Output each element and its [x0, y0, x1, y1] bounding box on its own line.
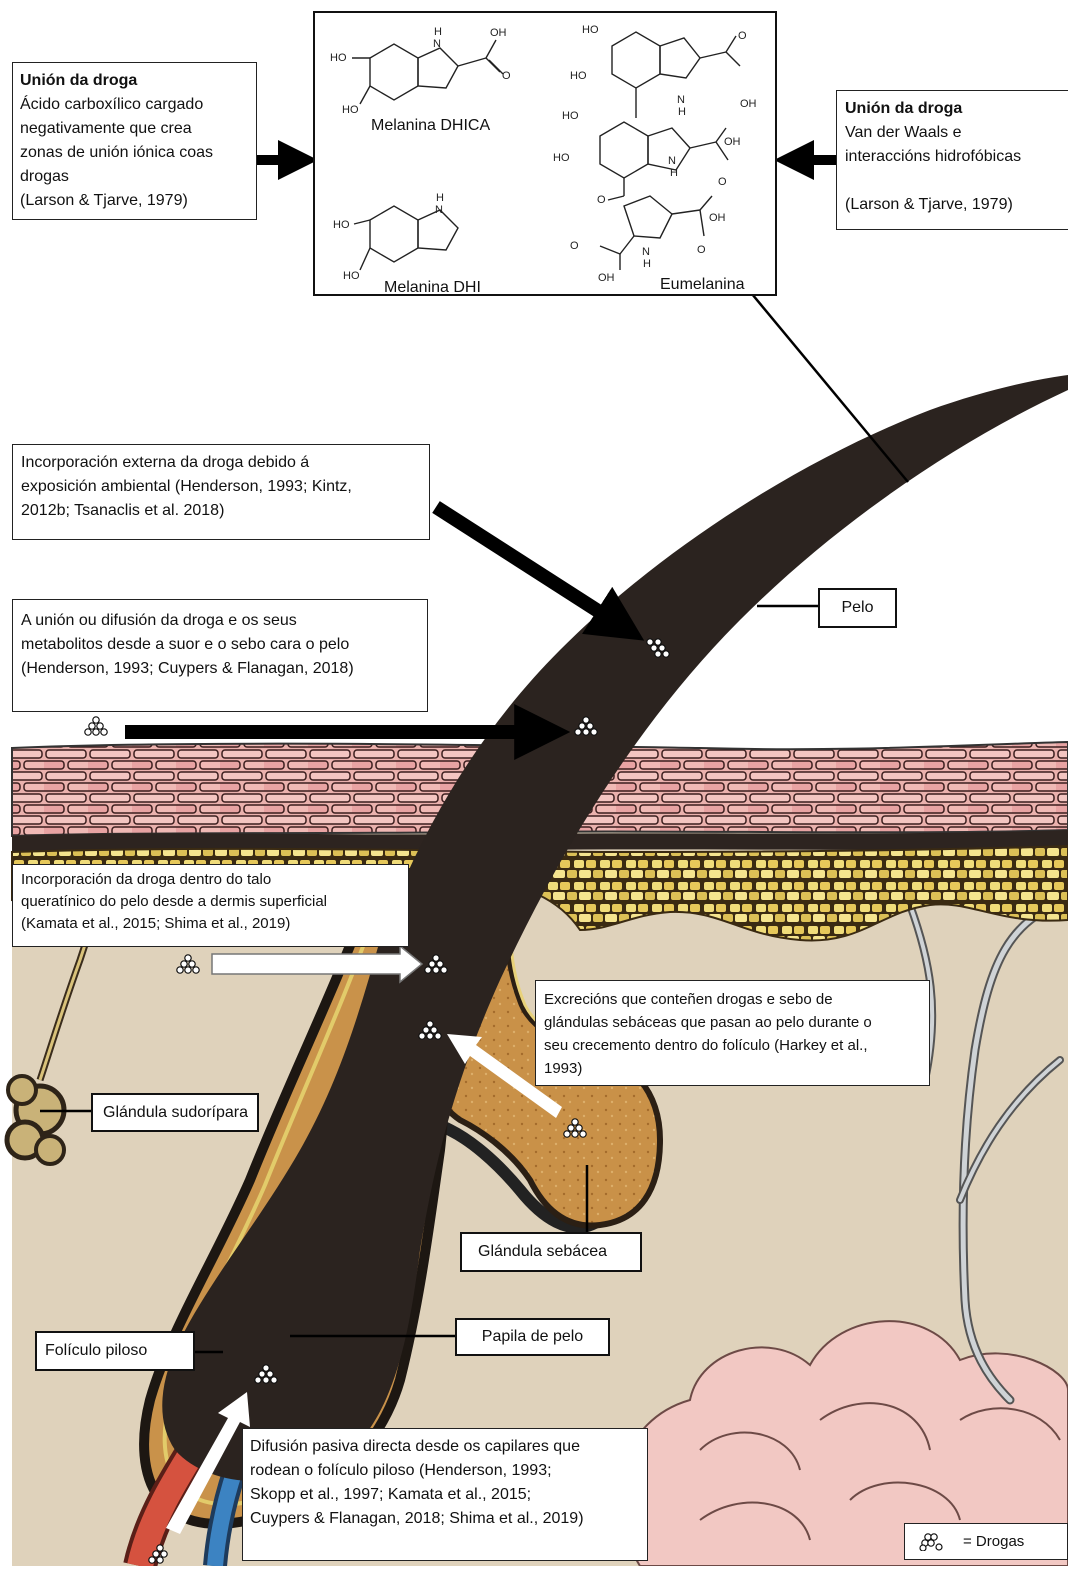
dermis-line: Incorporación da droga dentro do talo [21, 869, 400, 891]
right-binding-line: (Larson & Tjarve, 1979) [845, 193, 1060, 217]
legend-text: = Drogas [963, 1533, 1024, 1550]
sebum-line: glándulas sebáceas que pasan ao pelo dur… [544, 1011, 921, 1034]
atom-n: N [677, 94, 685, 106]
atom-ho: HO [330, 52, 347, 64]
capillary-line: Difusión pasiva directa desde os capilar… [250, 1435, 640, 1459]
label-papilla-text: Papila de pelo [482, 1328, 583, 1346]
dermis-incorporation-box: Incorporación da droga dentro do talo qu… [12, 864, 409, 947]
chemistry-box [314, 12, 776, 295]
atom-h: H [434, 26, 442, 38]
right-binding-title: Unión da droga [845, 97, 1060, 121]
atom-h: H [678, 106, 686, 118]
label-sebaceous-gland-text: Glándula sebácea [478, 1243, 607, 1261]
atom-n: N [435, 204, 443, 216]
right-binding-line: interaccións hidrofóbicas [845, 145, 1060, 169]
atom-o: O [718, 176, 727, 188]
atom-ho: HO [342, 104, 359, 116]
drug-dots-icon [919, 1533, 945, 1551]
atom-oh: OH [598, 272, 615, 284]
right-binding-line [845, 169, 1060, 193]
sebum-line: 1993) [544, 1057, 921, 1080]
label-pelo-text: Pelo [841, 599, 873, 617]
external-exposure-box: Incorporación externa da droga debido á … [12, 444, 430, 540]
atom-ho: HO [570, 70, 587, 82]
atom-n: N [433, 38, 441, 50]
atom-o: O [597, 194, 606, 206]
capillary-diffusion-box: Difusión pasiva directa desde os capilar… [242, 1428, 648, 1561]
atom-h: H [643, 258, 651, 270]
atom-ho: HO [553, 152, 570, 164]
sweat-line: metabolitos desde a suor e o sebo cara o… [21, 633, 419, 657]
atom-oh: OH [724, 136, 741, 148]
atom-h: H [436, 192, 444, 204]
atom-oh: OH [740, 98, 757, 110]
dermis-line: queratínico do pelo desde a dermis super… [21, 891, 400, 913]
sebum-excretion-box: Excrecións que conteñen drogas e sebo de… [535, 980, 930, 1086]
capillary-line: Skopp et al., 1997; Kamata et al., 2015; [250, 1483, 640, 1507]
external-line: 2012b; Tsanaclis et al. 2018) [21, 499, 421, 523]
atom-ho: HO [562, 110, 579, 122]
left-binding-line: zonas de unión iónica coas [20, 141, 249, 165]
atom-ho: HO [582, 24, 599, 36]
atom-n: N [668, 155, 676, 167]
label-sweat-gland: Glándula sudorípara [91, 1093, 259, 1132]
left-binding-line: drogas [20, 165, 249, 189]
sebum-line: Excrecións que conteñen drogas e sebo de [544, 988, 921, 1011]
atom-o: O [570, 240, 579, 252]
atom-h: H [670, 167, 678, 179]
atom-oh: OH [490, 27, 507, 39]
label-follicle-text: Folículo piloso [45, 1342, 147, 1360]
atom-o: O [697, 244, 706, 256]
left-binding-title: Unión da droga [20, 69, 249, 93]
atom-o: O [738, 30, 747, 42]
label-pelo: Pelo [818, 588, 897, 628]
label-follicle: Folículo piloso [35, 1331, 195, 1371]
eumelanin-name: Eumelanina [660, 276, 745, 294]
label-papilla: Papila de pelo [455, 1318, 610, 1356]
sweat-line: A unión ou difusión da droga e os seus [21, 609, 419, 633]
sweat-sebum-box: A unión ou difusión da droga e os seus m… [12, 599, 428, 712]
atom-oh: OH [709, 212, 726, 224]
right-binding-line: Van der Waals e [845, 121, 1060, 145]
left-binding-line: Ácido carboxílico cargado [20, 93, 249, 117]
external-line: exposición ambiental (Henderson, 1993; K… [21, 475, 421, 499]
left-binding-line: negativamente que crea [20, 117, 249, 141]
atom-ho: HO [343, 270, 360, 282]
atom-ho: HO [333, 219, 350, 231]
label-sweat-gland-text: Glándula sudorípara [103, 1104, 248, 1122]
atom-o: O [502, 70, 511, 82]
capillary-line: Cuypers & Flanagan, 2018; Shima et al., … [250, 1507, 640, 1531]
legend: = Drogas [904, 1523, 1068, 1560]
left-binding-box: Unión da droga Ácido carboxílico cargado… [12, 62, 257, 220]
dermis-line: (Kamata et al., 2015; Shima et al., 2019… [21, 913, 400, 935]
dhi-name: Melanina DHI [384, 279, 481, 297]
label-sebaceous-gland: Glándula sebácea [460, 1232, 642, 1272]
right-binding-box: Unión da droga Van der Waals e interacci… [836, 90, 1068, 230]
sebum-line: seu crecemento dentro do folículo (Harke… [544, 1034, 921, 1057]
sweat-line: (Henderson, 1993; Cuypers & Flanagan, 20… [21, 657, 419, 681]
dhica-name: Melanina DHICA [371, 117, 490, 135]
capillary-line: rodean o folículo piloso (Henderson, 199… [250, 1459, 640, 1483]
external-line: Incorporación externa da droga debido á [21, 451, 421, 475]
left-binding-line: (Larson & Tjarve, 1979) [20, 189, 249, 213]
atom-n: N [642, 246, 650, 258]
